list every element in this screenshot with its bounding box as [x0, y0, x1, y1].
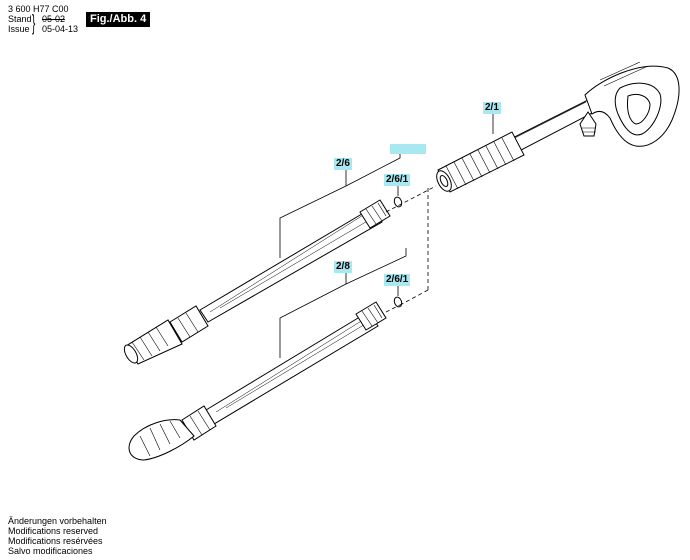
o-ring-lower [393, 296, 403, 308]
brace-glyph: } [32, 10, 36, 35]
footer-note-de: Änderungen vorbehalten [8, 516, 107, 526]
spray-gun-drawing [436, 61, 680, 193]
stand-label: Stand [8, 14, 32, 24]
leader-lines [279, 113, 494, 358]
stand-date: 05-02 [42, 14, 66, 24]
callout-2-8: 2/8 [334, 261, 352, 273]
callout-2-6-1-lower: 2/6/1 [384, 274, 411, 286]
figure-label: Fig./Abb. 4 [86, 12, 151, 27]
upper-lance-drawing [123, 199, 391, 365]
highlight-marker [390, 144, 426, 154]
callout-2-6-1-upper: 2/6/1 [384, 174, 411, 186]
footer-note-es: Salvo modificaciones [8, 546, 93, 556]
issue-date: 05-04-13 [42, 24, 79, 34]
lower-lance-drawing [128, 301, 387, 461]
footer-note-fr: Modifications resérvées [8, 536, 103, 546]
o-ring-upper [393, 196, 403, 208]
callout-2-6: 2/6 [334, 158, 352, 170]
callout-2-1: 2/1 [483, 102, 501, 114]
footer-note-en: Modifications reserved [8, 526, 99, 536]
assembly-dashed-lines [385, 185, 437, 313]
document-number: 3 600 H77 C00 [8, 4, 69, 14]
issue-label: Issue [8, 24, 30, 34]
